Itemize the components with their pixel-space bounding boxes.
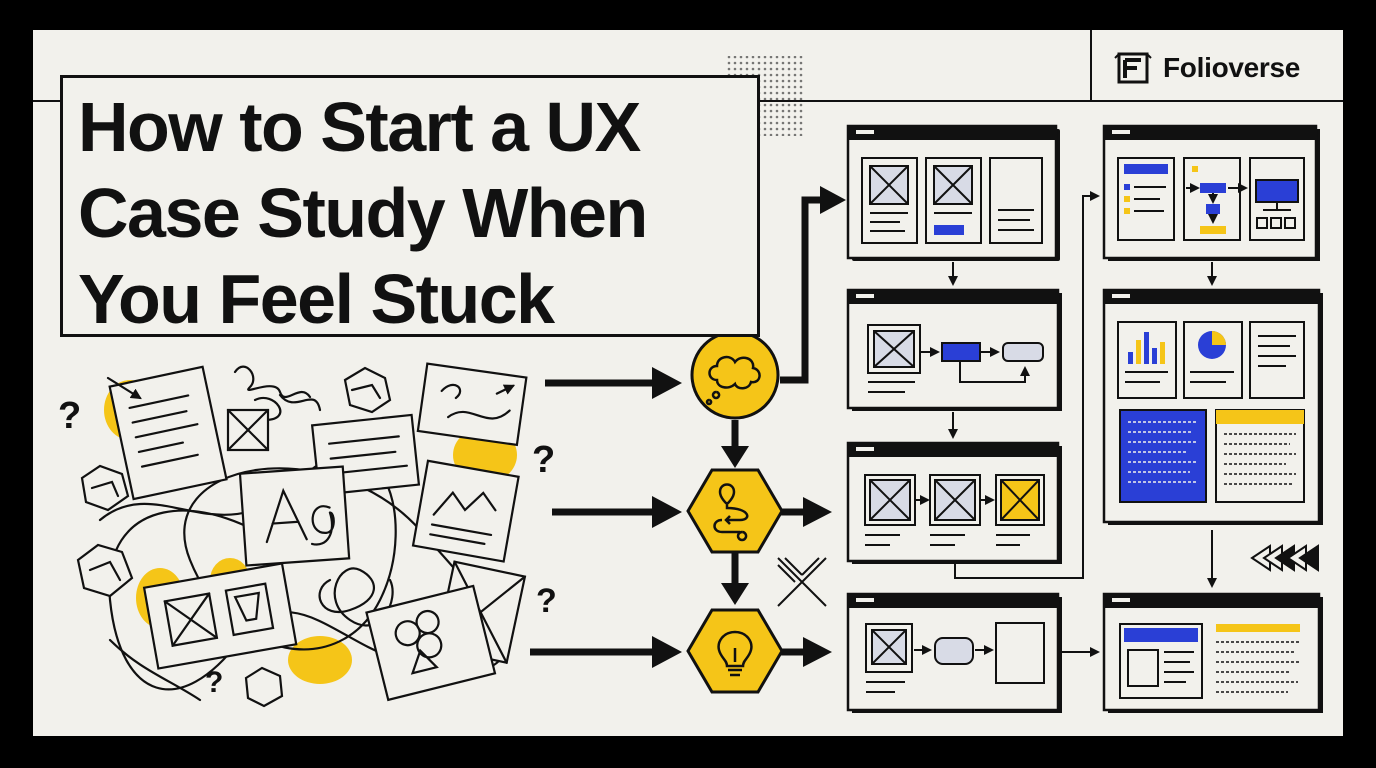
screen-card-grid [846,124,1060,261]
svg-text:?: ? [58,395,81,437]
route-icon [713,483,749,542]
sketch-paper [416,362,528,447]
burst-mark [777,557,827,607]
crumpled-paper [244,666,284,708]
shapes-paper [365,584,497,702]
title-line-2: Case Study When [78,174,648,252]
wireframe-paper [142,562,298,670]
title-line-1: How to Start a UX [78,88,641,166]
lightbulb-icon [717,630,753,677]
stage-think [690,330,780,420]
stage-idea [686,608,784,694]
brand-name: Folioverse [1163,52,1301,83]
screen-dashboard [1102,288,1323,525]
scribble [233,365,322,422]
folioverse-logo-icon [1114,52,1152,84]
crumpled-paper [76,543,134,598]
screen-flowchart [1102,124,1320,261]
stage-map [686,468,784,554]
thought-cloud-icon [705,355,761,406]
svg-text:?: ? [532,439,555,481]
question-marks: ? ? ? ? [58,395,557,699]
chevron-arrows-icon [1250,544,1319,572]
screen-prototype [846,592,1062,713]
svg-text:?: ? [536,582,557,620]
crumpled-paper [343,366,392,414]
typography-paper [238,465,351,567]
page-title: How to Start a UX Case Study When You Fe… [78,84,778,342]
screen-flow [846,288,1062,411]
wireframe-screens [846,124,1323,713]
title-frame [60,75,760,337]
crumpled-paper [80,464,130,512]
screen-final [1102,592,1323,713]
brand: Folioverse [1113,48,1300,88]
notes-paper [108,365,228,501]
pointer-arrow [106,376,142,400]
messy-ideas-pile [76,362,528,708]
chart-paper [411,459,520,563]
svg-text:?: ? [205,666,223,699]
screen-gallery [846,441,1062,564]
title-line-3: You Feel Stuck [78,260,555,338]
